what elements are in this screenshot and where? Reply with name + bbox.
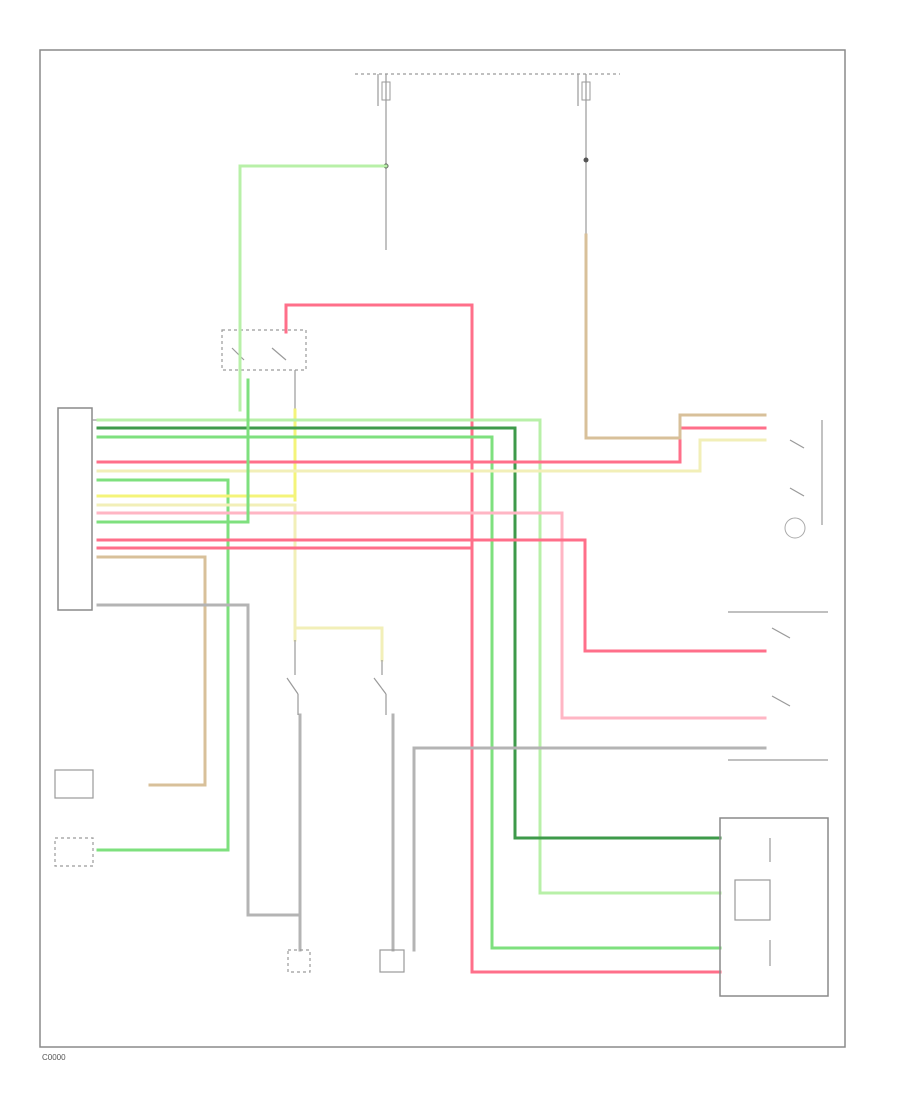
- wire-light-green-top: [238, 164, 388, 412]
- wire-red-1: [96, 426, 767, 464]
- fuse-left-icon: [381, 81, 391, 101]
- ground-symbols: [287, 949, 405, 973]
- splice-right-icon: [583, 157, 589, 163]
- wire-pale-yellow-1: [96, 438, 767, 473]
- wire-tan-1: [96, 555, 207, 787]
- wires: [96, 164, 767, 974]
- cruise-control-switch-group: [728, 420, 828, 761]
- wire-pale-yellow-3: [293, 626, 384, 662]
- sensor-boxes: [54, 769, 94, 867]
- wire-green-4: [96, 478, 230, 852]
- wire-pink-1: [96, 511, 767, 720]
- power-source-group: [355, 73, 620, 250]
- wire-tan-2: [584, 233, 767, 440]
- actuator-module: [719, 817, 829, 997]
- wire-green-5: [96, 378, 250, 524]
- wire-pale-yellow-2: [96, 503, 297, 642]
- wire-gray-2: [412, 746, 767, 952]
- fuse-right-icon: [581, 81, 591, 101]
- wire-red-2: [96, 538, 767, 653]
- control-module: [57, 407, 98, 611]
- diagram-frame: [39, 49, 846, 1048]
- wire-green-3: [96, 435, 722, 950]
- wire-green-1: [96, 418, 722, 895]
- clutch-switch-group: [286, 640, 387, 715]
- wire-gray-1: [96, 603, 302, 917]
- brake-switch-group: [221, 329, 307, 410]
- horn-icon: [784, 517, 806, 539]
- wire-green-2: [96, 426, 722, 840]
- corner-mark-label: C0000: [42, 1053, 66, 1062]
- wire-red-top: [284, 303, 722, 974]
